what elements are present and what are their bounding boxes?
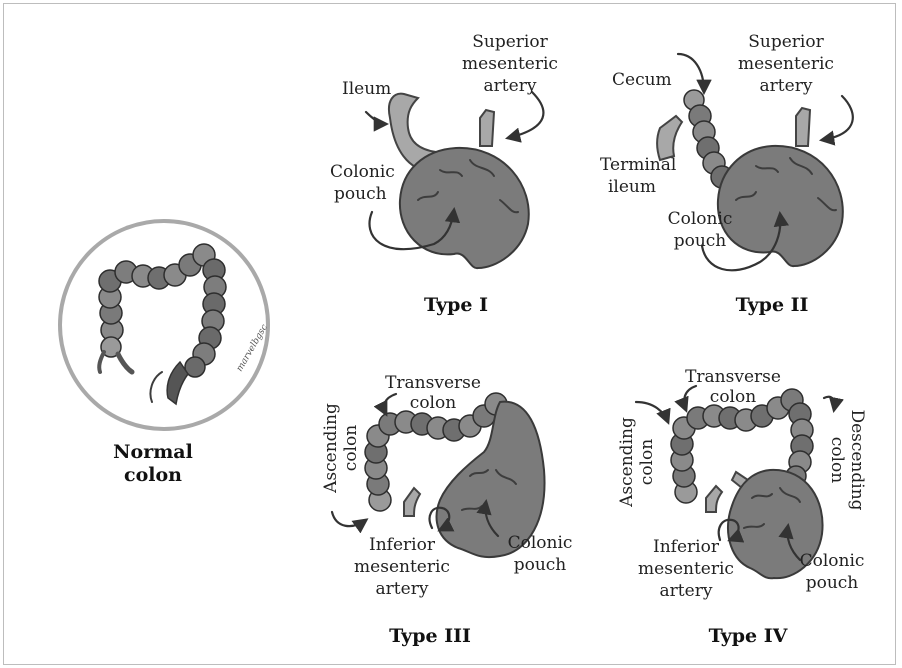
type4-ascending-label-line1: Ascending (617, 417, 637, 508)
type1-sma-label-line3: artery (484, 76, 537, 96)
normal-colon-title-line2: colon (124, 464, 182, 486)
type1-pouch-label-line1: Colonic (330, 162, 395, 182)
type4-ascending-label-line2: colon (637, 439, 657, 485)
type3-ima-label-line1: Inferior (369, 535, 436, 555)
type4-descending-label-line2: colon (827, 437, 847, 483)
colonic-pouch-2 (718, 146, 843, 266)
type4-pouch-label-line2: pouch (806, 573, 859, 593)
type1-panel: Ileum Superior mesenteric artery Colonic… (330, 32, 558, 316)
normal-colon-title-line1: Normal (113, 441, 193, 463)
type1-sma-label-line2: mesenteric (462, 54, 558, 74)
type2-ileum-label-line2: ileum (608, 177, 656, 197)
sma-stub (480, 110, 494, 146)
terminal-ileum-tube (657, 116, 682, 160)
type2-sma-label-line2: mesenteric (738, 54, 834, 74)
type2-sma-label-line3: artery (760, 76, 813, 96)
type4-ima-label-line1: Inferior (653, 537, 720, 557)
type2-panel: Cecum Superior mesenteric artery Termina… (600, 32, 853, 316)
sma-stub-2 (796, 108, 810, 146)
type3-ascending-label-line1: Ascending (321, 403, 341, 494)
type1-pouch-label-line2: pouch (334, 184, 387, 204)
type3-ima-label-line2: mesenteric (354, 557, 450, 577)
normal-colon-circle (60, 221, 268, 429)
type3-pouch-label-line2: pouch (514, 555, 567, 575)
type2-ileum-label-line1: Terminal (600, 155, 676, 175)
type3-transverse-label-line1: Transverse (385, 373, 481, 393)
type4-pouch-label-line1: Colonic (800, 551, 865, 571)
type4-title: Type IV (709, 625, 789, 647)
type4-transverse-label-line1: Transverse (685, 367, 781, 387)
type1-title: Type I (424, 294, 488, 316)
type2-cecum-label: Cecum (612, 70, 672, 90)
normal-colon-panel: marvelbgsc Normal colon (60, 221, 270, 486)
type2-sma-label-line1: Superior (748, 32, 824, 52)
type3-transverse-label-line2: colon (410, 393, 456, 413)
type2-pouch-label-line2: pouch (674, 231, 727, 251)
type2-title: Type II (736, 294, 809, 316)
type3-title: Type III (389, 625, 471, 647)
type3-ima-label-line3: artery (376, 579, 429, 599)
type2-pouch-label-line1: Colonic (668, 209, 733, 229)
type4-descending-label-line1: Descending (847, 409, 867, 510)
type4-transverse-label-line2: colon (710, 387, 756, 407)
type1-sma-label-line1: Superior (472, 32, 548, 52)
type3-ascending-label-line2: colon (341, 425, 361, 471)
type3-pouch-label-line1: Colonic (508, 533, 573, 553)
type1-ileum-label: Ileum (342, 79, 391, 99)
type4-ima-label-line3: artery (660, 581, 713, 601)
type4-panel: Transverse colon Ascending colon Descend… (617, 367, 867, 647)
type4-ima-label-line2: mesenteric (638, 559, 734, 579)
type3-panel: Transverse colon Ascending colon Inferio… (321, 373, 572, 647)
